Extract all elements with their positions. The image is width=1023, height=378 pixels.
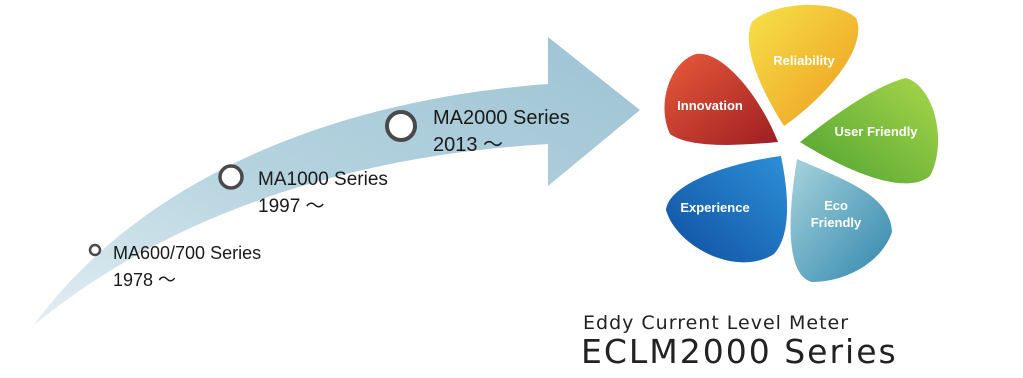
milestone-series: MA2000 Series (433, 107, 570, 129)
petal-user-friendly (800, 78, 939, 184)
milestone-since: 2013 ～ (433, 134, 503, 156)
petal-eco-friendly (790, 159, 892, 282)
petal-label-experience: Experience (680, 200, 749, 215)
petal-innovation (664, 53, 778, 145)
milestone-since: 1997 ～ (258, 196, 325, 217)
milestone-node-icon (385, 110, 417, 142)
milestone-series: MA600/700 Series (113, 243, 261, 263)
petal-label-eco-friendly-line2: Friendly (811, 215, 862, 230)
milestone-node-icon (218, 164, 244, 190)
product-subtitle: Eddy Current Level Meter (583, 312, 850, 334)
milestone-ma2000: MA2000 Series 2013 ～ (385, 107, 570, 156)
petal-label-eco-friendly-line1: Eco (824, 198, 848, 213)
milestone-ma600: MA600/700 Series 1978 ～ (88, 243, 261, 290)
product-title: ECLM2000 Series (581, 332, 898, 371)
growth-arrow (33, 37, 640, 326)
milestone-ma1000: MA1000 Series 1997 ～ (218, 164, 388, 217)
petal-label-user-friendly: User Friendly (834, 124, 918, 139)
milestone-series: MA1000 Series (258, 169, 388, 190)
values-flower: Reliability User Friendly Eco Friendly E… (664, 4, 939, 282)
milestone-since: 1978 ～ (113, 270, 176, 290)
petal-label-innovation: Innovation (677, 98, 743, 113)
petal-reliability (748, 4, 859, 127)
petal-experience (666, 156, 788, 263)
milestone-node-icon (88, 243, 102, 257)
petal-label-reliability: Reliability (773, 53, 835, 68)
